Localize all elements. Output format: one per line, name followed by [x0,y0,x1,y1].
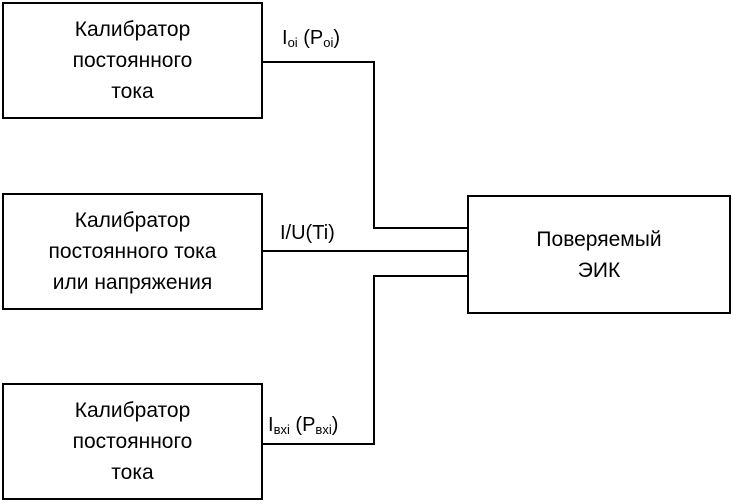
calibrator-middle-line-1: Калибратор [74,209,191,232]
calibrator-top-text: Калибратор постоянного тока [73,14,193,107]
signal-top-paren-open: (P [297,27,324,49]
signal-middle-text: I/U(Ti) [280,222,335,244]
calibrator-bottom-text: Калибратор постоянного тока [73,395,193,488]
calibrator-middle-line-2: постоянного тока [48,240,217,263]
signal-bottom-paren-open: (P [289,414,316,436]
calibrator-top-line-2: постоянного [72,49,193,72]
calibrator-bottom-line-3: тока [111,461,154,484]
device-line-1: Поверяемый [536,227,662,251]
calibrator-middle-block: Калибратор постоянного тока или напряжен… [2,193,263,310]
signal-label-middle: I/U(Ti) [280,221,335,245]
signal-label-top: Ioi (Poi) [282,26,340,50]
signal-bottom-main: I [268,414,274,436]
signal-label-bottom: Iвхi (Pвхi) [268,413,338,437]
line-bottom-to-device [262,275,468,445]
signal-top-paren-sub: oi [323,35,334,50]
device-under-test-block: Поверяемый ЭИК [467,195,731,314]
signal-bottom-sub: вхi [273,422,290,437]
signal-top-paren-close: ) [333,27,341,49]
calibrator-bottom-block: Калибратор постоянного тока [2,383,263,500]
signal-top-main: I [282,27,288,49]
calibrator-top-line-1: Калибратор [74,18,191,41]
calibrator-middle-line-3: или напряжения [52,271,213,294]
signal-bottom-paren-close: ) [331,414,339,436]
calibrator-middle-text: Калибратор постоянного тока или напряжен… [49,205,217,298]
device-line-2: ЭИК [577,258,621,282]
device-under-test-text: Поверяемый ЭИК [536,224,661,286]
calibrator-top-line-3: тока [111,80,154,103]
calibrator-bottom-line-1: Калибратор [74,399,191,422]
calibrator-top-block: Калибратор постоянного тока [2,2,263,119]
signal-bottom-paren-sub: вхi [315,422,332,437]
signal-top-sub: oi [287,35,298,50]
calibrator-bottom-line-2: постоянного [72,430,193,453]
line-top-to-device [262,61,468,229]
